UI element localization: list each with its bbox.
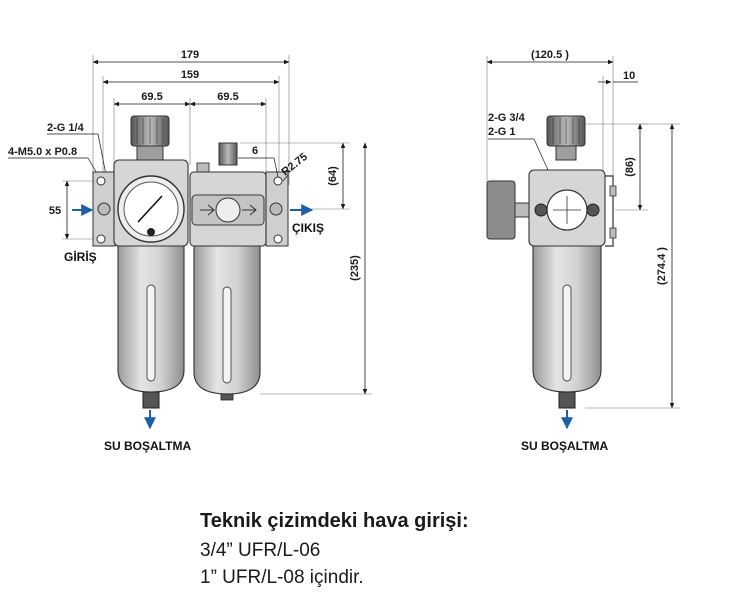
dimension-274-4: (274.4 )	[585, 123, 680, 409]
dim-86-label: (86)	[624, 157, 636, 177]
side-drain-label: SU BOŞALTMA	[521, 439, 608, 453]
left-bracket-hole-bottom	[96, 234, 106, 244]
dimension-69-5: 69.5 69.5	[113, 91, 267, 180]
dim-120-5-label: (120.5 )	[531, 49, 569, 61]
dim-64-label: (64)	[327, 166, 339, 186]
side-view: (120.5 ) 10 2-G 3/4 2-G 1	[486, 49, 680, 453]
dim-radius-label: R2.75	[279, 151, 310, 179]
callout-mount-thread: 4-M5.0 x P0.8	[8, 146, 77, 158]
side-gauge	[486, 180, 516, 240]
lubricator-sight-dome	[215, 197, 241, 223]
left-port	[97, 202, 111, 216]
note-line-2: 1” UFR/L-08 içindir.	[200, 567, 364, 588]
right-port	[269, 202, 283, 216]
callout-port-thread: 2-G 1/4	[47, 122, 85, 134]
note-line-1: 3/4” UFR/L-06	[200, 540, 321, 561]
dim-6-label: 6	[252, 145, 258, 157]
inlet-label: GİRİŞ	[64, 249, 97, 264]
dimension-10: 10	[598, 70, 638, 176]
dim-159-label: 159	[181, 69, 199, 81]
outlet-label: ÇIKIŞ	[292, 221, 324, 235]
front-view: 179 159 69.5 69.5 2-G 1/4 4-M5.0 x P0.8	[8, 49, 372, 453]
dim-55-label: 55	[49, 205, 61, 217]
dim-69-5-left-label: 69.5	[141, 91, 162, 103]
lubricator-adjust-knob	[218, 142, 238, 166]
filter-sight-glass	[146, 284, 156, 382]
filter-regulator-module	[113, 115, 189, 409]
filter-drain-valve	[142, 391, 160, 409]
side-bracket	[605, 175, 614, 247]
right-bracket-hole-top	[273, 176, 283, 186]
dim-235-label: (235)	[349, 255, 361, 281]
note-title: Teknik çizimdeki hava girişi:	[200, 510, 469, 532]
dimension-235: (235)	[260, 142, 372, 395]
dim-179-label: 179	[181, 49, 199, 61]
callout-port-b: 2-G 1	[488, 126, 516, 138]
dimension-55: 55	[49, 180, 100, 240]
lubricator-sight-glass	[222, 286, 232, 384]
dimension-86: (86)	[585, 123, 648, 211]
dimension-159: 159	[102, 69, 280, 180]
left-bracket-hole-top	[96, 176, 106, 186]
dimension-120-5: (120.5 )	[486, 49, 614, 182]
lubricator-module	[189, 142, 267, 401]
front-drain-label: SU BOŞALTMA	[104, 439, 191, 453]
side-sight-glass	[562, 284, 572, 382]
dimension-179: 179	[92, 49, 290, 185]
dim-274-4-label: (274.4 )	[656, 247, 668, 285]
gauge-needle	[137, 195, 163, 223]
callout-port-a: 2-G 3/4	[488, 112, 526, 124]
dim-69-5-right-label: 69.5	[217, 91, 238, 103]
right-bracket-hole-bottom	[273, 234, 283, 244]
dim-10-label: 10	[623, 70, 635, 82]
side-drain-valve	[558, 391, 576, 409]
